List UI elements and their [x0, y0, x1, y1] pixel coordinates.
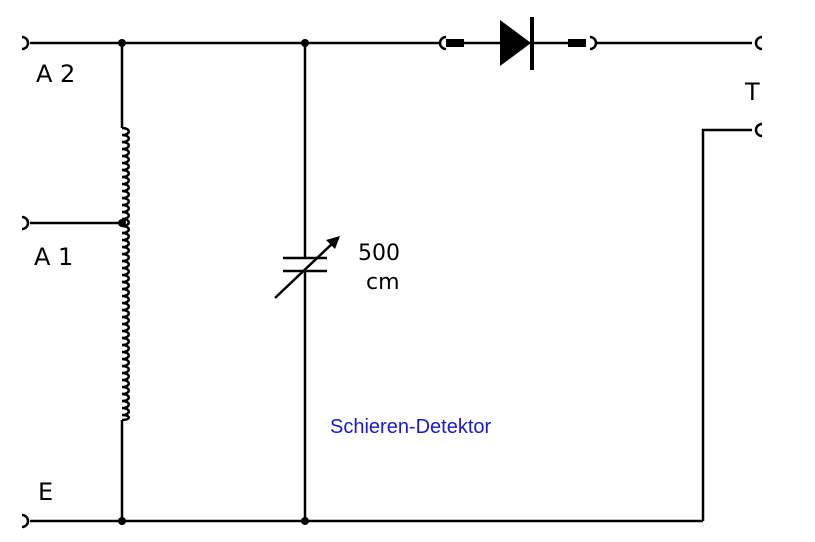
variable-arrow-icon	[274, 236, 340, 299]
terminal-a2-icon	[21, 35, 30, 51]
diode-icon	[446, 17, 586, 70]
terminal-e-icon	[21, 513, 30, 529]
diode-terminal-right-icon	[589, 35, 598, 51]
label-a2: A 2	[36, 60, 75, 88]
t-return-wire	[701, 128, 752, 521]
terminal-t-icon	[754, 122, 763, 138]
diode-terminal-left-icon	[438, 35, 447, 51]
inductor-coil	[121, 126, 130, 422]
label-e: E	[38, 478, 53, 506]
capacitor-value: 500	[358, 241, 400, 266]
junction-dot	[301, 39, 309, 47]
label-t: T	[744, 78, 760, 106]
terminal-top-right-icon	[754, 35, 763, 51]
junction-dot	[118, 219, 126, 227]
junction-dot	[301, 517, 309, 525]
capacitor-unit: cm	[366, 270, 400, 295]
diagram-caption: Schieren-Detektor	[330, 416, 492, 438]
terminal-a1-icon	[21, 215, 30, 231]
junction-dot	[118, 39, 126, 47]
label-a1: A 1	[34, 243, 73, 271]
junction-dot	[118, 517, 126, 525]
